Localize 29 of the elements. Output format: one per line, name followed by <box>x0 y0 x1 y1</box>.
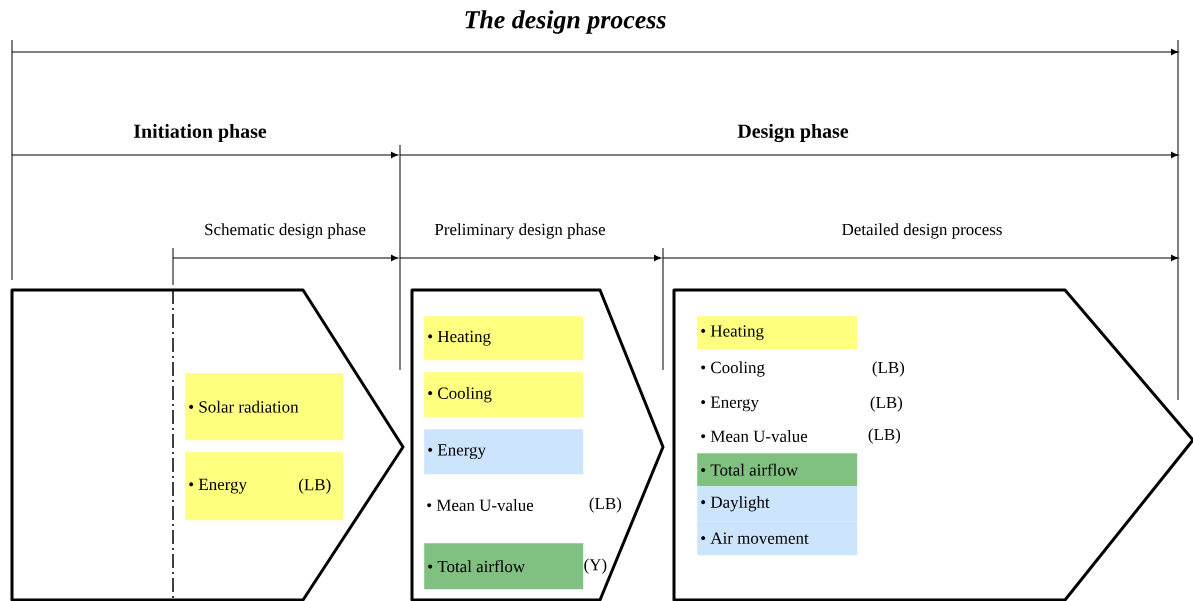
item-box: • Total airflow <box>697 453 858 487</box>
item-box: • Heating <box>697 316 858 350</box>
item-box: • Energy <box>424 429 584 475</box>
phase-label: Initiation phase <box>133 123 267 142</box>
chevron-shape <box>672 288 1193 601</box>
title: The design process <box>465 10 666 34</box>
item-text: • Mean U-value <box>701 430 808 442</box>
chevron-shape <box>10 288 405 601</box>
item-box: • Total airflow <box>424 543 584 590</box>
item-box: • Air movement <box>697 521 858 556</box>
node-label: • Air movement <box>701 532 809 544</box>
item-text: (LB) <box>870 396 903 412</box>
item-text: (LB) <box>872 361 905 377</box>
item-text: • Energy <box>701 396 759 412</box>
node-label: • Daylight <box>701 495 770 512</box>
item-box: • Cooling <box>424 372 584 418</box>
phase-label: Preliminary design phase <box>434 223 606 239</box>
phase-label: Detailed design process <box>842 223 1002 239</box>
item-box: • Heating <box>424 316 584 361</box>
item-text: (LB) <box>868 428 901 444</box>
phase-label: Design phase <box>737 123 849 143</box>
chevron-shape <box>410 288 665 601</box>
phase-label: Schematic design phase <box>205 223 366 239</box>
item-text: • Mean U-value <box>427 499 534 511</box>
note-text: (Y) <box>584 558 607 574</box>
item-box: • Daylight <box>697 486 858 522</box>
item-box: • Energy (LB) <box>185 452 344 521</box>
item-text: (LB) <box>589 497 622 513</box>
item-box: • Solar radiation <box>185 373 344 441</box>
